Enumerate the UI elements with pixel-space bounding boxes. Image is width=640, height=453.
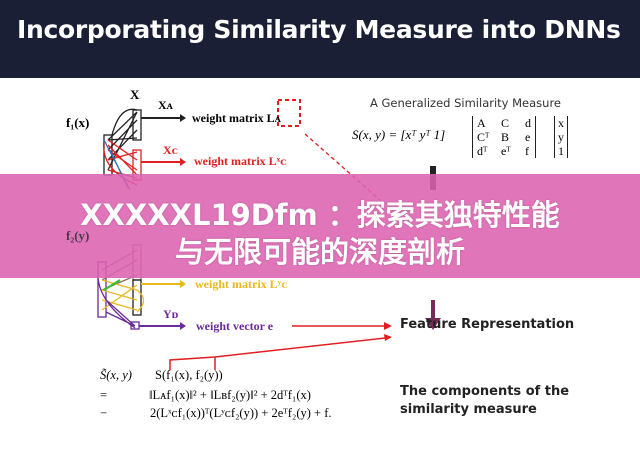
f2-label: f₂(y) [66,228,90,243]
m12: e [525,130,531,144]
m02: d [525,116,531,130]
weight-matrix-lyc: weight matrix Lʸᴄ [195,277,288,291]
v1: y [558,130,564,144]
formula-line2: ‖Lᴀf₁(x)‖² + ‖Lʙf₂(y)‖² + 2dᵀf₁(x) [149,388,311,402]
x-label: X [130,87,140,102]
m22: f [525,144,529,158]
m20: dᵀ [477,144,488,158]
weight-matrix-lxc: weight matrix Lˣᴄ [194,154,287,168]
slide-header: Incorporating Similarity Measure into DN… [0,0,640,78]
slide-title: Incorporating Similarity Measure into DN… [17,15,621,44]
banner-line-1: XXXXXL19Dfm ：探索其独特性能 [80,198,560,232]
v0: x [558,116,564,130]
m00: A [477,116,486,130]
m10: Cᵀ [477,130,490,144]
m11: B [501,130,510,144]
formula-line3: 2(Lˣᴄf₁(x))ᵀ(Lʸᴄf₂(y)) + 2eᵀf₂(y) + f. [150,406,332,420]
formula-eq: = [100,388,108,402]
formula-minus: − [100,406,108,420]
yd-label: Yᴅ [163,307,179,321]
m01: C [501,116,510,130]
measure-vector: x y 1 [554,116,568,158]
feature-representation-label: Feature Representation [400,317,575,332]
xa-label: Xᴀ [158,98,173,112]
measure-lhs: S(x, y) = [xᵀ yᵀ 1] [352,127,446,142]
title-banner: XXXXXL19Dfm ：探索其独特性能 与无限可能的深度剖析 [0,174,640,278]
weight-matrix-la: weight matrix Lᴀ [192,111,281,125]
formula-lhs: S̃(x, y) [100,368,132,382]
formula-line1: S(f₁(x), f₂(y)) [155,368,223,382]
components-label: The components of the similarity measure [400,384,570,417]
measure-heading: A Generalized Similarity Measure [370,96,562,110]
v2: 1 [558,144,564,158]
xc-label: Xᴄ [163,143,178,157]
f1-label: f₁(x) [66,115,90,130]
banner-line-2: 与无限可能的深度剖析 [174,235,465,269]
m21: eᵀ [501,144,511,158]
weight-vector-e: weight vector e [196,319,274,333]
